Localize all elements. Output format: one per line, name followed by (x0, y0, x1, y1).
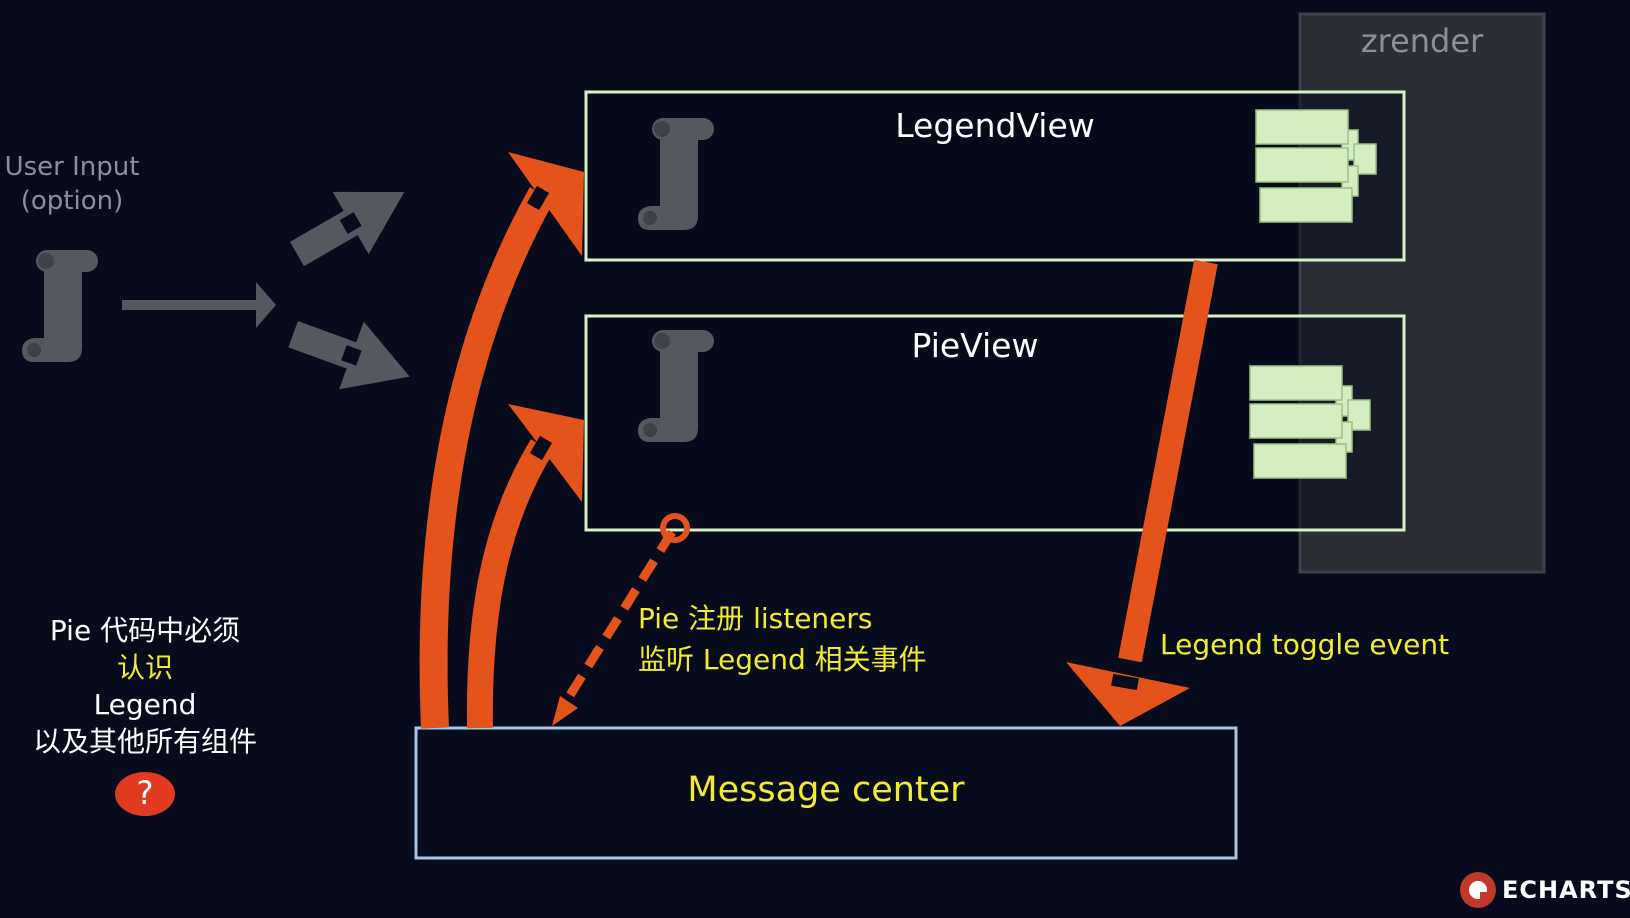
input-arrow-down-right (288, 321, 410, 390)
message-to-pie-arrow (466, 439, 554, 729)
input-arrow-up-right (289, 191, 405, 267)
left-note-line4: 以及其他所有组件 (32, 725, 257, 758)
question-mark: ? (136, 774, 154, 812)
message-center-label: Message center (687, 770, 965, 810)
option-scroll-icon (22, 250, 98, 362)
echarts-logo-icon (1460, 872, 1496, 908)
echarts-brand-name: ECHARTS (1502, 876, 1630, 904)
user-input-label: User Input (option) (0, 150, 144, 218)
legend-view-title: LegendView (895, 106, 1095, 145)
user-input-line2: (option) (20, 186, 124, 216)
legend-toggle-arrow (1066, 259, 1218, 726)
listener-dashed-line (558, 529, 676, 711)
message-center-box (414, 726, 1238, 860)
message-to-legend-arrow (419, 187, 555, 729)
pie-listeners-note: Pie 注册 listeners 监听 Legend 相关事件 (638, 600, 927, 678)
pie-listeners-line2: 监听 Legend 相关事件 (638, 643, 927, 676)
left-note: Pie 代码中必须 认识 Legend 以及其他所有组件 (0, 612, 290, 760)
legend-toggle-label: Legend toggle event (1160, 628, 1450, 661)
left-note-line1: Pie 代码中必须 (49, 614, 241, 647)
pie-view-title: PieView (911, 326, 1039, 365)
input-arrow-right (122, 282, 276, 328)
question-badge (115, 772, 175, 816)
left-note-line3: Legend (93, 688, 197, 721)
zrender-label: zrender (1360, 22, 1484, 60)
pie-listeners-line1: Pie 注册 listeners (638, 602, 873, 635)
left-note-line2: 认识 (116, 651, 173, 684)
user-input-line1: User Input (4, 152, 140, 182)
